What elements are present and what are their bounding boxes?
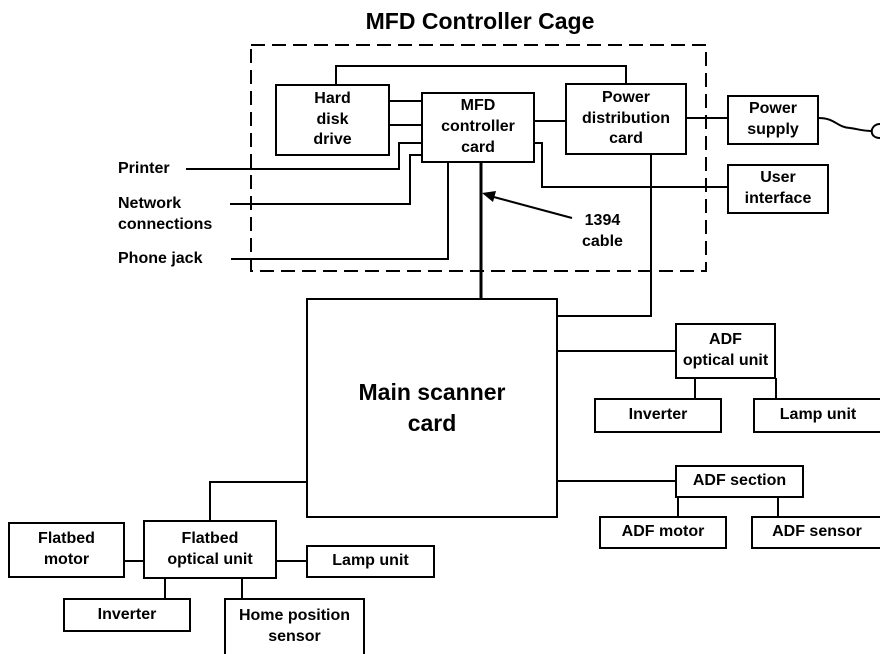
phone-wire bbox=[231, 162, 449, 260]
adf-sensor-box: ADF sensor bbox=[751, 516, 880, 549]
flatbed-lamp-unit-box: Lamp unit bbox=[306, 545, 435, 578]
controller-cage-border bbox=[250, 44, 707, 272]
cable-1394-label: 1394 cable bbox=[582, 212, 623, 250]
printer-wire bbox=[186, 142, 422, 170]
adf-inverter-box: Inverter bbox=[594, 398, 722, 433]
scanner-flatbed-wire bbox=[209, 481, 307, 521]
user-interface-box: User interface bbox=[727, 164, 829, 214]
hard-disk-drive-box: Hard disk drive bbox=[275, 84, 390, 156]
adf-motor-box: ADF motor bbox=[599, 516, 727, 549]
cage-title: MFD Controller Cage bbox=[365, 8, 595, 34]
flatbed-inverter-box: Inverter bbox=[63, 598, 191, 632]
power-cord bbox=[817, 117, 873, 132]
pdc-scanner-wire bbox=[557, 154, 652, 317]
home-position-sensor-box: Home position sensor bbox=[224, 598, 365, 654]
network-connections-label: Network connections bbox=[118, 195, 213, 233]
hdd-pdc-wire bbox=[335, 65, 627, 85]
power-supply-box: Power supply bbox=[727, 95, 819, 145]
mfd-controller-card-box: MFD controller card bbox=[421, 92, 535, 163]
power-plug-icon bbox=[870, 123, 880, 139]
flatbed-optical-unit-box: Flatbed optical unit bbox=[143, 520, 277, 579]
printer-label: Printer bbox=[118, 160, 170, 177]
adf-lamp-unit-box: Lamp unit bbox=[753, 398, 880, 433]
flatbed-motor-box: Flatbed motor bbox=[8, 522, 125, 578]
mfd-ui-wire bbox=[534, 142, 728, 188]
phone-jack-label: Phone jack bbox=[118, 250, 203, 267]
cable-1394-arrowhead bbox=[482, 191, 496, 202]
cable-1394-arrow-line bbox=[489, 195, 573, 219]
adf-section-box: ADF section bbox=[675, 465, 804, 498]
network-wire bbox=[230, 154, 422, 205]
main-scanner-card-box: Main scanner card bbox=[306, 298, 558, 518]
power-distribution-card-box: Power distribution card bbox=[565, 83, 687, 155]
adf-optical-unit-box: ADF optical unit bbox=[675, 323, 776, 379]
